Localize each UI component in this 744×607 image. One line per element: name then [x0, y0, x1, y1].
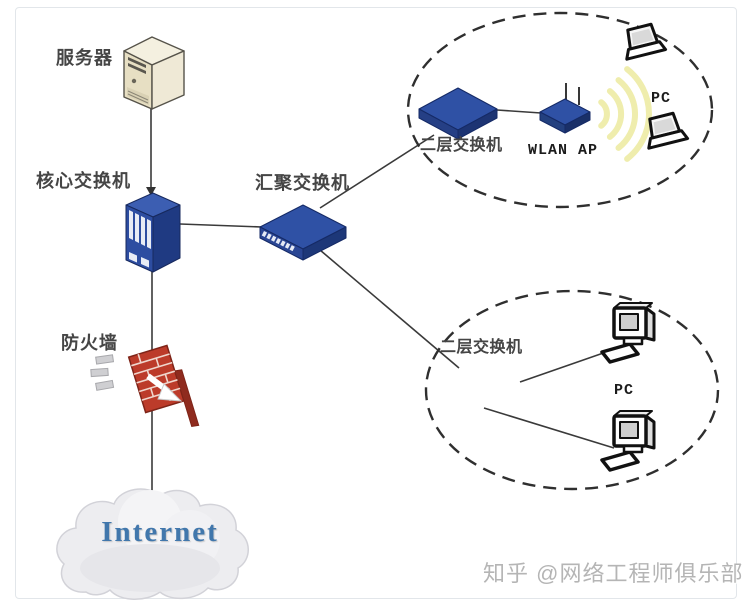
link-core-agg: [179, 223, 263, 228]
internet-label: Internet: [101, 516, 219, 548]
server-label: 服务器: [56, 48, 113, 68]
laptop-pc-bottom-icon: [647, 111, 690, 150]
watermark: 知乎 @网络工程师俱乐部: [483, 561, 744, 586]
laptop-pc-top-icon: [625, 22, 668, 61]
internet-cloud-icon: [56, 488, 249, 600]
arrowhead-into-core-switch: [146, 187, 156, 196]
l2-switch-top-icon: [418, 87, 498, 140]
link-agg-l2top: [319, 134, 435, 209]
pc-bottom-label: PC: [614, 382, 635, 399]
desktop-pc-top-icon: [600, 302, 656, 364]
link-agg-l2bottom: [319, 249, 460, 369]
l2-switch-top-label: 二层交换机: [420, 137, 503, 154]
connector-lines: [150, 106, 615, 492]
pc-top-label: PC: [651, 90, 672, 107]
desktop-pc-bottom-icon: [600, 410, 656, 472]
server-icon: [123, 36, 185, 110]
l2-switch-bottom-label: 二层交换机: [440, 339, 523, 356]
firewall-label: 防火墙: [61, 333, 118, 353]
wired-zone-ellipse: [424, 289, 720, 491]
core-switch-icon: [125, 192, 181, 273]
link-l2bottom-pc2: [483, 407, 615, 449]
core-switch-label: 核心交换机: [36, 171, 131, 191]
link-l2top-ap: [496, 109, 542, 114]
wifi-signal-icon: [598, 66, 652, 162]
aggregation-switch-icon: [259, 204, 347, 261]
aggregation-switch-label: 汇聚交换机: [255, 173, 350, 193]
firewall-icon: [90, 344, 200, 427]
link-l2bottom-pc1: [519, 349, 613, 383]
wireless-zone-ellipse: [406, 11, 714, 209]
wlan-ap-label: WLAN AP: [528, 142, 599, 159]
wlan-ap-icon: [539, 83, 591, 134]
